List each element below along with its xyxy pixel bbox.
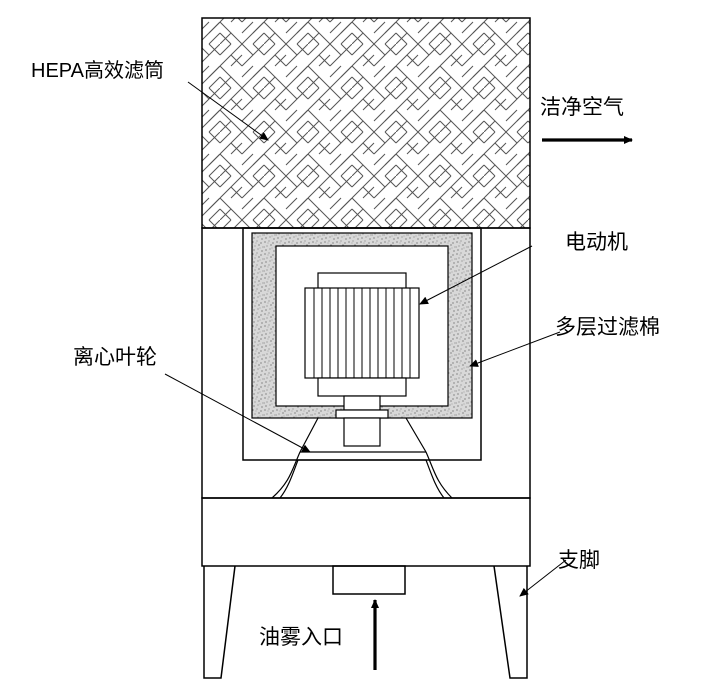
hepa-filter-label: HEPA高效滤筒 [31,60,164,82]
oil-mist-inlet-label: 油雾入口 [259,625,343,649]
leader-lines [164,81,567,597]
clean-air-label: 洁净空气 [540,95,624,119]
filter-cotton-label: 多层过滤棉 [555,315,660,339]
motor [304,272,420,447]
support-legs-label: 支脚 [558,548,600,572]
oil-mist-inlet [332,565,406,595]
impeller-label: 离心叶轮 [73,345,157,369]
arrows [371,136,633,670]
motor-label: 电动机 [565,230,628,254]
hepa-filter [201,17,531,229]
support-legs [203,565,528,679]
centrifugal-impeller [271,417,453,499]
